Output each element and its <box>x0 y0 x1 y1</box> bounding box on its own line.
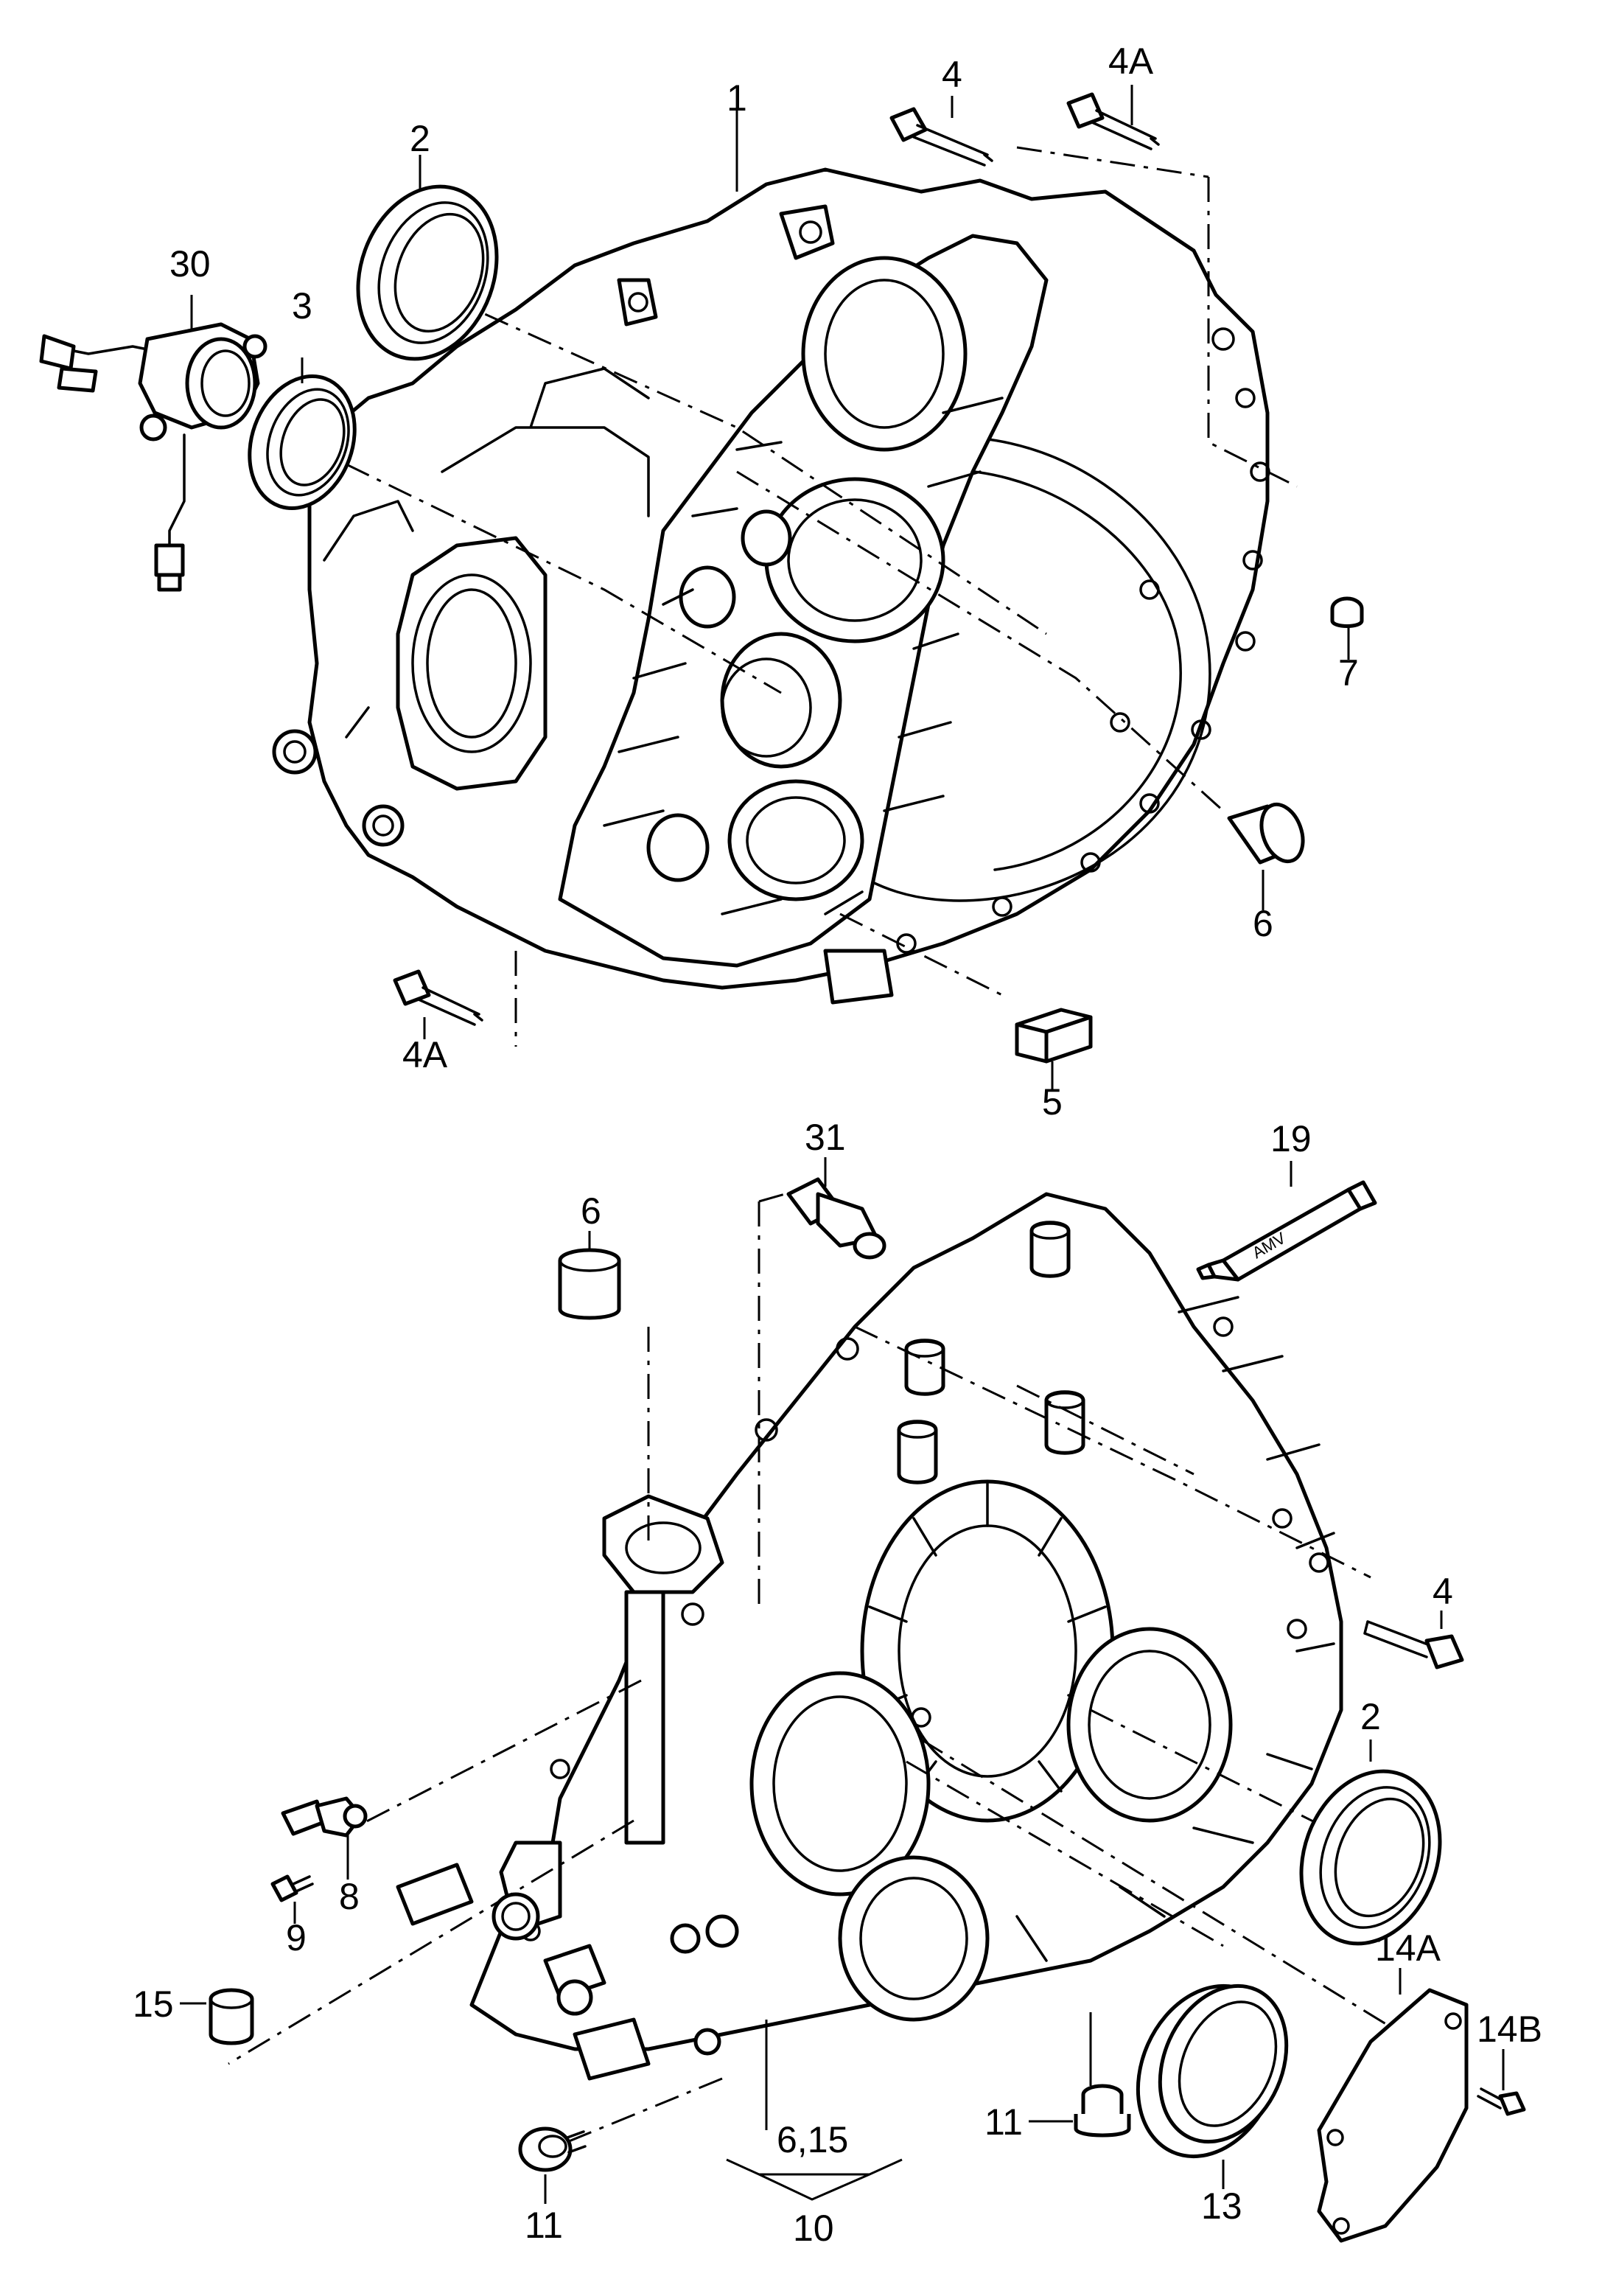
leader-lines-bottom <box>180 1157 1505 2204</box>
bolt-9 <box>270 1874 314 1902</box>
bolt-4-bottom <box>1363 1620 1464 1669</box>
transmission-housing-top <box>272 167 1270 1005</box>
cover-plate-14a <box>1317 1988 1469 2243</box>
shaft-seal-top <box>356 184 499 361</box>
drain-plug-11-left <box>518 2126 587 2172</box>
callout-4-bottom: 4 <box>1433 1571 1453 1612</box>
leader-lines-top <box>190 85 1350 1089</box>
bushing-15 <box>209 1988 254 2045</box>
sleeve-6-top <box>1227 802 1305 865</box>
bolt-14b <box>1477 2087 1526 2116</box>
callout-11-right: 11 <box>984 2101 1023 2143</box>
shaft-seal-bottom <box>1299 1769 1442 1946</box>
sleeve-6-mid <box>558 1248 621 1320</box>
shaft-seal-small <box>248 374 357 511</box>
callout-labels: 1 2 3 4 4A 30 7 6 4A 5 31 19 6 4 2 8 9 1… <box>133 41 1542 2249</box>
transmission-housing-bottom <box>396 1192 1343 2081</box>
callout-4a-top: 4A <box>1108 41 1154 82</box>
callout-31: 31 <box>805 1117 846 1158</box>
bolt-4a-top <box>1066 92 1160 150</box>
alignment-lines-top <box>346 146 1298 1047</box>
callout-9: 9 <box>286 1917 307 1958</box>
sealant-tube-19: AMV <box>1196 1180 1377 1282</box>
alignment-lines-bottom <box>228 1185 1416 2146</box>
callout-11-left: 11 <box>525 2205 563 2246</box>
callout-30: 30 <box>169 243 211 285</box>
callout-2-bottom: 2 <box>1360 1696 1381 1737</box>
callout-8: 8 <box>339 1876 360 1917</box>
callout-7: 7 <box>1338 652 1359 694</box>
sensor-8 <box>281 1796 368 1838</box>
callout-13: 13 <box>1201 2185 1242 2227</box>
drain-plug-11-right <box>1074 2084 1131 2138</box>
callout-4-top: 4 <box>942 54 962 95</box>
callout-19: 19 <box>1270 1118 1312 1159</box>
callout-14b: 14B <box>1477 2009 1542 2050</box>
clutch-slave-cylinder <box>39 322 267 592</box>
callout-6-top: 6 <box>1253 903 1273 944</box>
callout-10: 10 <box>793 2208 834 2249</box>
callout-5: 5 <box>1042 1081 1063 1123</box>
cover-cap-13 <box>1136 1983 1289 2159</box>
callout-4a-bottom: 4A <box>402 1034 448 1075</box>
callout-6-15: 6,15 <box>777 2119 848 2160</box>
bolt-4-top <box>889 107 993 167</box>
callout-14a: 14A <box>1375 1927 1441 1969</box>
callout-15: 15 <box>133 1983 174 2025</box>
dowel-pin-7 <box>1330 596 1364 628</box>
switch-sensor-31 <box>786 1177 886 1260</box>
bolt-4a-bottom <box>393 969 483 1026</box>
callout-3: 3 <box>292 285 312 327</box>
block-5 <box>1015 1008 1093 1064</box>
callout-6-mid: 6 <box>581 1190 601 1232</box>
callout-2-top: 2 <box>410 118 430 159</box>
callout-1: 1 <box>727 77 747 119</box>
